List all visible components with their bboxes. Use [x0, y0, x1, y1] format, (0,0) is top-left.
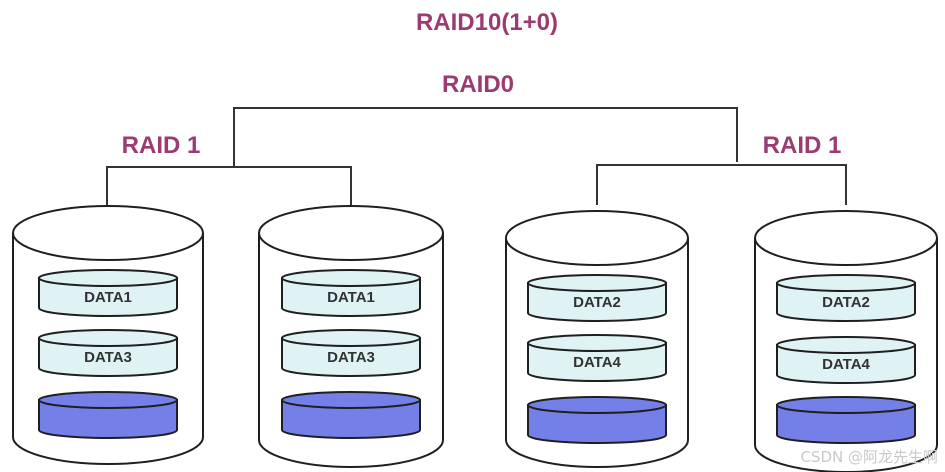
slice-label: DATA4: [822, 356, 870, 373]
empty-slice: [281, 391, 421, 439]
slice-body: [527, 342, 667, 382]
slice-label: DATA2: [822, 294, 870, 311]
slice-body: [776, 344, 916, 384]
slice-body: [281, 399, 421, 439]
slice-body: [38, 337, 178, 377]
raid1-left-label: RAID 1: [122, 132, 201, 159]
slice-top: [38, 329, 178, 347]
empty-slice: [38, 391, 178, 439]
disk-top: [505, 210, 689, 266]
slice-body: [281, 277, 421, 317]
slice-top: [776, 396, 916, 414]
data-slice: DATA2: [776, 274, 916, 322]
slice-label: DATA1: [84, 289, 132, 306]
slice-top: [38, 269, 178, 287]
slice-top: [281, 391, 421, 409]
slice-body: [38, 277, 178, 317]
slice-top: [527, 274, 667, 292]
disk-top: [258, 205, 444, 261]
slice-label: DATA3: [84, 349, 132, 366]
disk-top: [12, 205, 204, 261]
data-slice: DATA1: [281, 269, 421, 317]
disk-top: [754, 210, 938, 266]
main-title: RAID10(1+0): [416, 9, 558, 36]
raid1-right-connector: [596, 164, 847, 205]
slice-top: [527, 396, 667, 414]
slice-top: [527, 334, 667, 352]
slice-body: [527, 404, 667, 444]
slice-body: [776, 404, 916, 444]
data-slice: DATA4: [527, 334, 667, 382]
slice-top: [281, 329, 421, 347]
data-slice: DATA3: [281, 329, 421, 377]
slice-top: [776, 274, 916, 292]
empty-slice: [527, 396, 667, 444]
raid0-connector: [233, 107, 738, 168]
raid1-left-connector: [106, 166, 352, 205]
slice-top: [38, 391, 178, 409]
slice-body: [38, 399, 178, 439]
slice-body: [527, 282, 667, 322]
data-slice: DATA3: [38, 329, 178, 377]
raid1-right-label: RAID 1: [763, 132, 842, 159]
data-slice: DATA2: [527, 274, 667, 322]
slice-label: DATA3: [327, 349, 375, 366]
slice-label: DATA2: [573, 294, 621, 311]
slice-body: [281, 337, 421, 377]
data-slice: DATA1: [38, 269, 178, 317]
raid0-label: RAID0: [442, 71, 514, 98]
empty-slice: [776, 396, 916, 444]
watermark: CSDN @阿龙先生啊: [800, 448, 938, 466]
slice-top: [776, 336, 916, 354]
slice-label: DATA1: [327, 289, 375, 306]
slice-body: [776, 282, 916, 322]
slice-label: DATA4: [573, 354, 621, 371]
data-slice: DATA4: [776, 336, 916, 384]
slice-top: [281, 269, 421, 287]
